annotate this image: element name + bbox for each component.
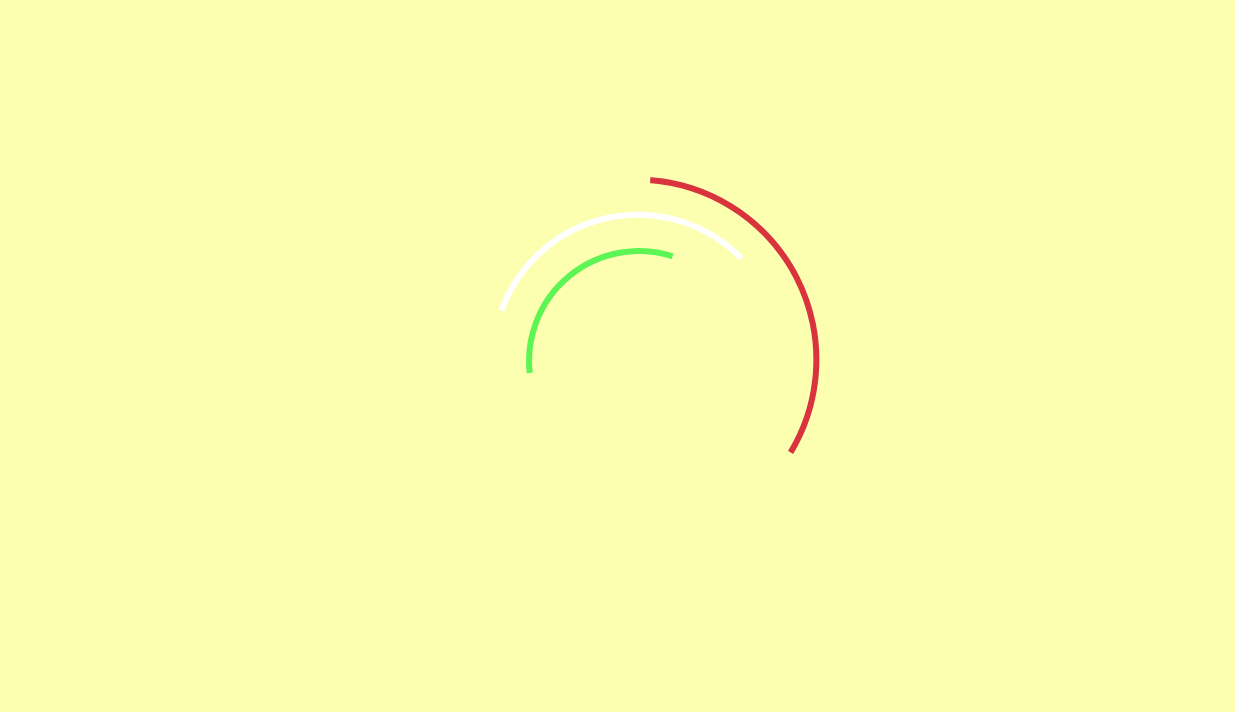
outer-arc (649, 177, 820, 454)
middle-arc (498, 211, 744, 312)
inner-arc (526, 248, 674, 374)
